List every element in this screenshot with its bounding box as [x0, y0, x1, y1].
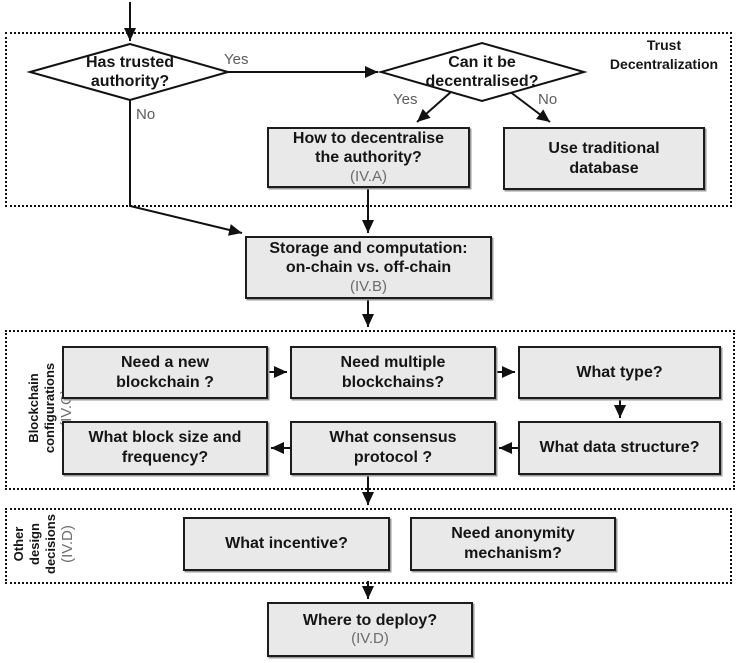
- label-line: Blockchain: [25, 373, 41, 443]
- edge-label-no: No: [538, 91, 558, 108]
- node-need-multiple-blockchains: Need multiple blockchains?: [290, 346, 496, 399]
- edge-label-no: No: [136, 106, 156, 123]
- label-line: authority?: [90, 73, 170, 90]
- decision-has-authority-diamond: [26, 42, 232, 102]
- label-line: Need multiple: [340, 353, 446, 371]
- label-line: What consensus: [329, 429, 457, 447]
- node-need-new-blockchain: Need a new blockchain ?: [62, 346, 268, 399]
- node-storage-computation: Storage and computation: on-chain vs. of…: [245, 236, 492, 299]
- arrow-yes-to-how-decentralise: [416, 90, 453, 123]
- label-sublabel: (IV.D): [351, 630, 389, 648]
- label-line: protocol ?: [353, 449, 433, 466]
- label-line: decisions: [42, 514, 58, 574]
- label-line: Trust: [646, 37, 682, 53]
- arrow-no-to-storage: [129, 100, 243, 236]
- node-where-to-deploy: Where to deploy? (IV.D): [267, 602, 473, 657]
- label-line: blockchain ?: [116, 373, 214, 391]
- edge-label-yes: Yes: [224, 51, 249, 68]
- label-line: Where to deploy?: [302, 611, 438, 629]
- label-line: Storage and computation:: [269, 239, 468, 257]
- node-what-incentive: What incentive?: [183, 517, 390, 571]
- node-what-consensus-protocol: What consensus protocol ?: [290, 421, 496, 475]
- decision-has-authority-label: Has trusted authority?: [86, 53, 174, 91]
- label-line: What type?: [576, 363, 663, 381]
- label-line: Need anonymity: [451, 525, 575, 543]
- section-label-other: Other design decisions (IV.D): [11, 514, 77, 574]
- edge-label-yes: Yes: [393, 91, 418, 108]
- label-line: Has trusted: [85, 53, 175, 71]
- label-line: Decentralization: [609, 55, 719, 72]
- node-need-anonymity: Need anonymity mechanism?: [410, 517, 616, 571]
- label-line: design: [26, 523, 42, 565]
- label-line: frequency?: [121, 449, 209, 466]
- label-line: the authority?: [315, 149, 422, 167]
- node-how-to-decentralise: How to decentralise the authority? (IV.A…: [267, 127, 470, 188]
- label-sublabel: (IV.A): [350, 167, 387, 185]
- label-line: database: [569, 159, 639, 177]
- node-use-traditional-database: Use traditional database: [503, 127, 705, 190]
- decision-can-decentralise-diamond: [377, 41, 588, 103]
- label-line: mechanism?: [464, 545, 562, 562]
- label-line: What incentive?: [225, 535, 348, 553]
- label-line: Need a new: [120, 353, 210, 371]
- label-line: How to decentralise: [292, 129, 445, 147]
- label-line: What block size and: [88, 429, 242, 447]
- label-line: decentralised?: [425, 73, 539, 90]
- arrow-no-to-database: [508, 90, 551, 123]
- node-what-type: What type?: [518, 346, 721, 399]
- label-line: configurations: [41, 362, 57, 454]
- label-line: on-chain vs. off-chain: [285, 259, 452, 277]
- section-label-trust: Trust Decentralization: [598, 36, 730, 74]
- label-line: Use traditional: [548, 139, 660, 157]
- decision-can-decentralise-label: Can it be decentralised?: [426, 53, 539, 91]
- label-sublabel: (IV.D): [58, 525, 76, 563]
- label-line: What data structure?: [539, 439, 700, 457]
- label-sublabel: (IV.B): [350, 277, 387, 295]
- label-line: Other: [11, 526, 27, 562]
- section-blockchain-configurations: [5, 330, 735, 490]
- label-line: blockchains?: [341, 373, 445, 391]
- label-line: Can it be: [448, 53, 516, 71]
- node-what-data-structure: What data structure?: [518, 421, 721, 475]
- node-what-block-size: What block size and frequency?: [62, 421, 268, 475]
